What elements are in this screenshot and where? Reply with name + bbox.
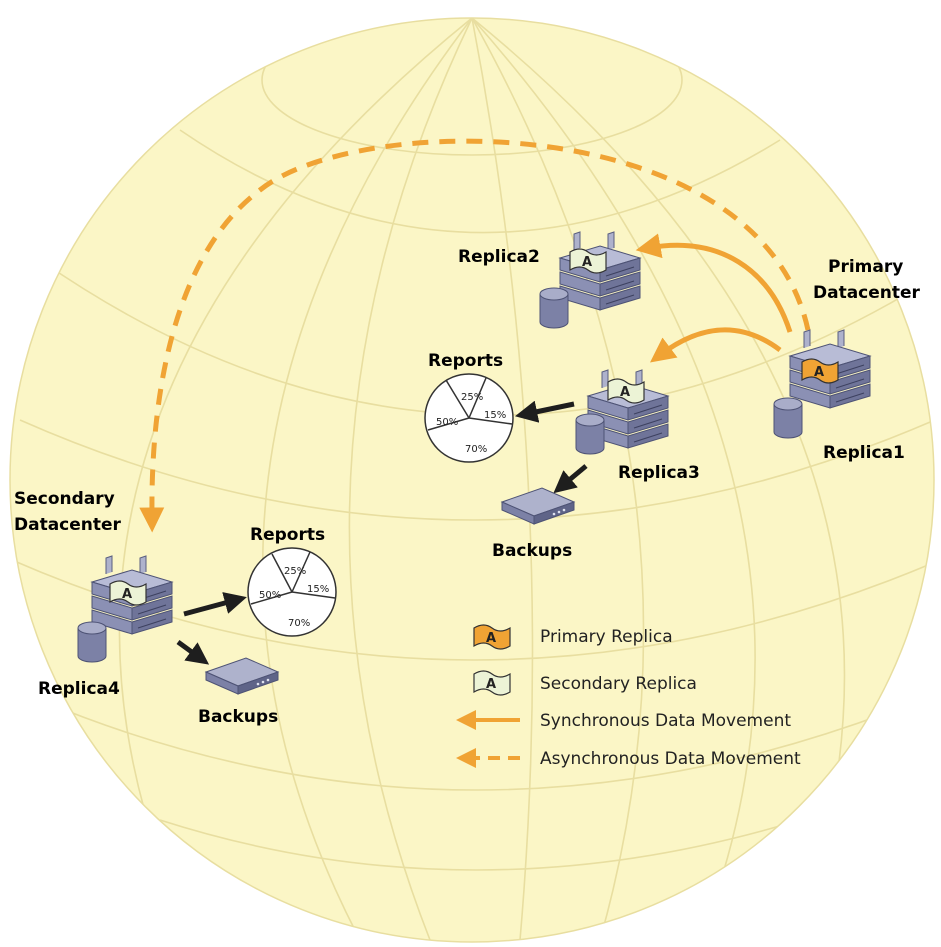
reports-pie-right: Reports 25% 15% 50% 70%	[424, 351, 514, 463]
backups-right: Backups	[492, 487, 575, 561]
arrow-replica3-to-reports	[514, 400, 575, 423]
replica-flag-icon: A	[569, 248, 607, 274]
legend-primary-replica-label: Primary Replica	[540, 627, 673, 647]
database-cylinder-icon	[575, 413, 605, 455]
svg-text:A: A	[582, 255, 592, 270]
database-cylinder-icon	[539, 287, 569, 329]
primary-datacenter-label-line1: Primary	[828, 257, 903, 277]
replica2-label: Replica2	[458, 247, 540, 267]
legend-primary-replica: A Primary Replica	[473, 624, 673, 650]
legend: A Primary Replica A Secondary Replica Sy…	[456, 624, 801, 769]
legend-async: Asynchronous Data Movement	[456, 748, 801, 769]
backups-label: Backups	[198, 707, 278, 727]
svg-text:A: A	[486, 631, 496, 646]
replica-flag-icon: A	[607, 378, 645, 404]
pie-label-70: 70%	[288, 618, 310, 629]
pie-chart-icon	[247, 547, 337, 637]
replica-flag-icon: A	[801, 358, 839, 384]
svg-text:A: A	[620, 385, 630, 400]
svg-text:A: A	[122, 587, 132, 602]
pie-label-25: 25%	[284, 566, 306, 577]
secondary-datacenter-label-line2: Datacenter	[14, 515, 122, 535]
async-arrow-replica1-to-replica4	[139, 138, 811, 533]
replica3-node: A Replica3	[575, 369, 700, 483]
database-cylinder-icon	[773, 397, 803, 439]
svg-text:A: A	[814, 365, 824, 380]
replica4-label: Replica4	[38, 679, 120, 699]
replica2-node: A Replica2	[458, 231, 641, 329]
replica-flag-icon: A	[473, 670, 511, 696]
legend-secondary-replica: A Secondary Replica	[473, 670, 697, 696]
pie-label-25: 25%	[461, 392, 483, 403]
arrow-replica4-to-backups	[176, 639, 210, 665]
backups-label: Backups	[492, 541, 572, 561]
reports-title: Reports	[428, 351, 503, 371]
replica-flag-icon: A	[109, 580, 147, 606]
pie-label-70: 70%	[465, 444, 487, 455]
pie-label-50: 50%	[259, 590, 281, 601]
pie-label-15: 15%	[484, 410, 506, 421]
primary-datacenter-label-line2: Datacenter	[813, 283, 921, 303]
svg-text:A: A	[486, 677, 496, 692]
secondary-datacenter-label-line1: Secondary	[14, 489, 115, 509]
pie-label-50: 50%	[436, 417, 458, 428]
legend-sync: Synchronous Data Movement	[456, 710, 791, 731]
legend-async-label: Asynchronous Data Movement	[540, 749, 801, 769]
legend-secondary-replica-label: Secondary Replica	[540, 674, 697, 694]
backups-left: Backups	[198, 657, 279, 727]
sync-arrow-replica1-to-replica2	[635, 233, 793, 333]
database-cylinder-icon	[77, 621, 107, 663]
legend-sync-label: Synchronous Data Movement	[540, 711, 791, 731]
pie-label-15: 15%	[307, 584, 329, 595]
reports-pie-left: Reports 25% 15% 50% 70%	[247, 525, 337, 637]
pie-chart-icon	[424, 373, 514, 463]
replica1-node: A Replica1 Primary Datacenter	[773, 257, 921, 463]
reports-title: Reports	[250, 525, 325, 545]
replica-flag-icon: A	[473, 624, 511, 650]
arrow-replica3-to-backups	[553, 464, 588, 494]
globe	[9, 17, 935, 943]
replica1-label: Replica1	[823, 443, 905, 463]
arrow-replica4-to-reports	[183, 592, 247, 617]
replica4-node: Secondary Datacenter A Replica4	[14, 489, 173, 699]
sync-arrow-replica1-to-replica3	[649, 327, 782, 363]
replica3-label: Replica3	[618, 463, 700, 483]
